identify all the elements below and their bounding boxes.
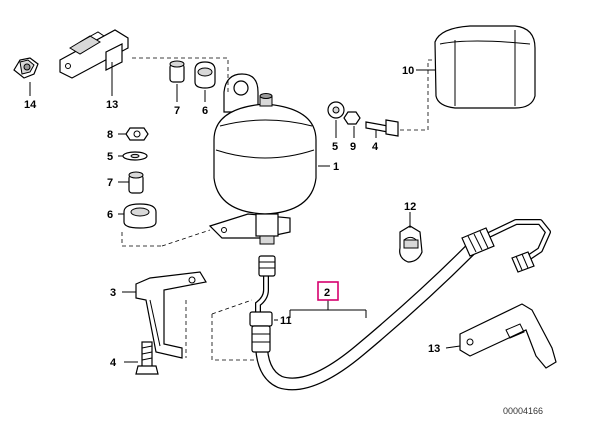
callout-4-top: 4	[372, 141, 379, 153]
callout-14: 14	[24, 99, 37, 111]
callout-6-left: 6	[107, 209, 113, 221]
part-14-clip	[13, 57, 39, 79]
callout-7-top: 7	[174, 105, 180, 117]
part-13-bracket-top	[59, 29, 129, 79]
part-7-bushing-left	[128, 171, 144, 194]
callout-6-top: 6	[202, 105, 208, 117]
callout-8: 8	[107, 129, 113, 141]
leader-lines	[29, 62, 461, 363]
part-6-rubber-mount-left	[123, 203, 157, 229]
callout-4-bottom: 4	[110, 357, 117, 369]
assembly-lines	[121, 57, 432, 361]
part-4-bolt-top	[365, 119, 399, 137]
callout-13-bottom: 13	[428, 343, 440, 355]
part-5-washer-right	[327, 101, 345, 119]
highlight-box-item-2	[317, 281, 339, 301]
callout-3: 3	[110, 287, 116, 299]
part-5-washer-left	[122, 151, 148, 161]
part-9-nut	[343, 111, 361, 125]
document-number: 00004166	[503, 406, 543, 416]
part-13-bracket-bottom	[459, 303, 557, 369]
callout-7-left: 7	[107, 177, 113, 189]
callout-10: 10	[402, 65, 414, 77]
part-2-hose-assembly	[249, 219, 551, 391]
callout-5-left: 5	[107, 151, 113, 163]
callout-labels: 14 13 7 6 10 8 5 7 6 5 9 4 1 12 2 3 11 4…	[24, 65, 440, 369]
callout-12: 12	[404, 201, 416, 213]
part-4-bolt-bottom	[135, 341, 159, 375]
part-12-hose-clip	[399, 225, 423, 263]
part-8-nut	[125, 127, 149, 141]
callout-11: 11	[280, 315, 292, 327]
callout-5-right: 5	[332, 141, 338, 153]
callout-1: 1	[333, 161, 339, 173]
part-7-bushing-top	[169, 60, 185, 83]
part-10-cover-cap	[434, 25, 536, 109]
callout-13-top: 13	[106, 99, 118, 111]
part-6-rubber-mount-top	[194, 61, 216, 89]
part-3-bracket	[135, 271, 207, 359]
part-1-accumulator	[208, 73, 317, 245]
callout-2: 2	[324, 287, 330, 299]
callout-9: 9	[350, 141, 356, 153]
